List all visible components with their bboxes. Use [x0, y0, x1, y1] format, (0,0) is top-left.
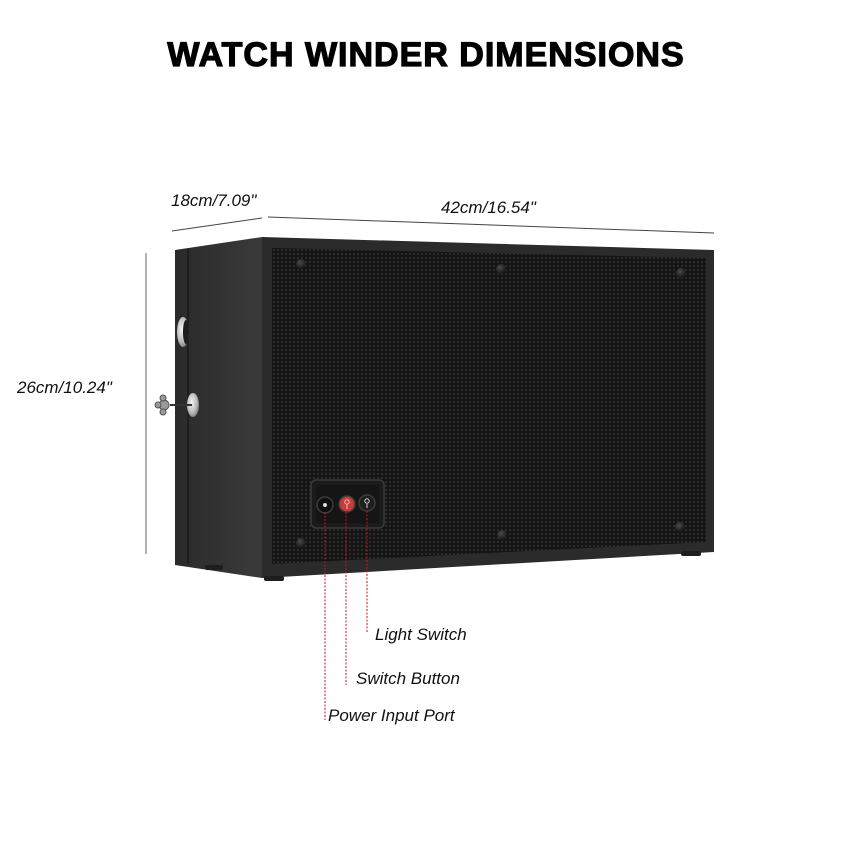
- control-panel: [310, 479, 385, 529]
- leader-lines: [324, 511, 368, 720]
- callout-power-input-port: Power Input Port: [328, 706, 455, 725]
- callout-light-switch: Light Switch: [375, 625, 467, 644]
- height-dimension-label: 26cm/10.24": [17, 378, 112, 397]
- front-panel: [262, 237, 714, 581]
- width-dimension-label: 42cm/16.54": [441, 198, 536, 217]
- lock-with-key-icon: [154, 393, 199, 417]
- dimension-lines: [145, 216, 715, 554]
- screws: [296, 259, 686, 548]
- page-title: WATCH WINDER DIMENSIONS: [167, 35, 685, 74]
- handle-knob: [177, 317, 189, 347]
- callout-switch-button: Switch Button: [356, 669, 460, 688]
- depth-dimension-label: 18cm/7.09": [171, 191, 257, 210]
